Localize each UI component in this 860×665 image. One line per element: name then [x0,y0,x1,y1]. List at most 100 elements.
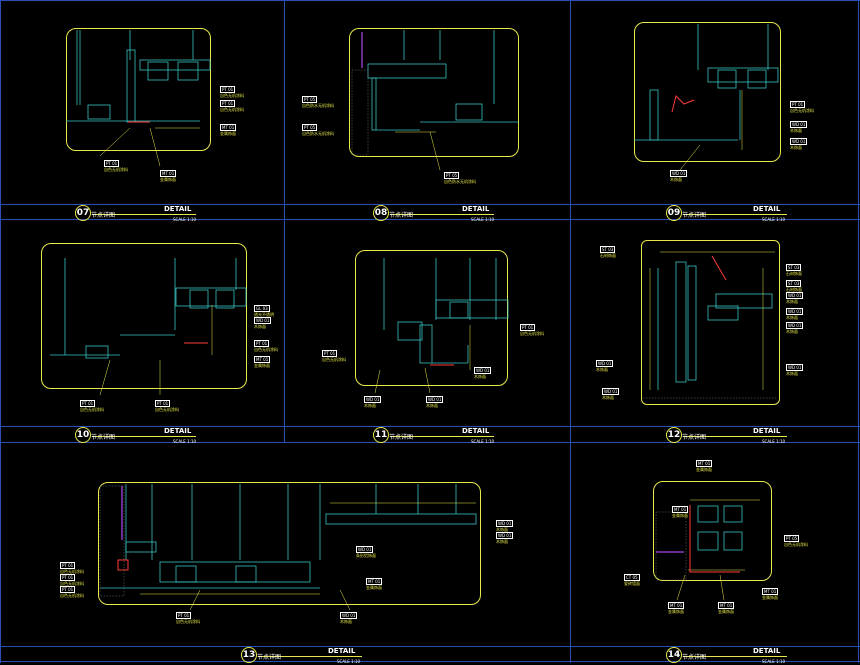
detail-09-scale: SCALE 1:10 [762,217,786,222]
detail-08-frame [349,28,519,157]
material-label: 自色无机涂料 [254,347,278,352]
material-code: WD 01 [340,612,358,619]
detail-10-title: DETAIL [164,427,192,435]
material-code: MT 01 [672,506,689,513]
detail-14-frame [653,481,772,581]
detail-14-number: 14 [666,647,682,663]
material-code: WD 01 [786,364,804,371]
grid-line [0,204,860,205]
material-label: 木饰面 [786,315,798,320]
material-code: GL 03 [254,305,270,312]
detail-07-subtitle: 节点详图 [91,212,116,219]
material-code: WD 01 [426,396,444,403]
material-label: 金属饰面 [668,609,684,614]
material-label: 自色无机涂料 [220,107,244,112]
material-code: PT 01 [155,400,171,407]
detail-10-frame [41,243,247,389]
material-code: MT 01 [718,602,735,609]
material-label: 自色无机涂料 [176,619,200,624]
material-code: MT 01 [668,602,685,609]
material-code: PT 01 [220,86,236,93]
detail-07-frame [66,28,211,151]
detail-07-title-block: 07 DETAIL 节点详图 SCALE 1:10 [75,205,285,223]
material-label: 自色防水无机涂料 [302,131,334,136]
detail-09-subtitle: 节点详图 [682,212,707,219]
detail-10-title-block: 10 DETAIL 节点详图 SCALE 1:10 [75,427,285,445]
grid-line [284,0,285,442]
detail-13-scale: SCALE 1:10 [337,659,361,664]
material-label: 自色无机涂料 [60,569,84,574]
detail-12-rule [683,436,787,437]
material-label: 木饰面 [790,145,802,150]
detail-10-number: 10 [75,427,91,443]
material-label: 透光不透明 [254,312,274,317]
material-label: 金属饰面 [696,467,712,472]
material-code: MT 01 [254,356,271,363]
detail-09-title-block: 09 DETAIL 节点详图 SCALE 1:10 [666,205,856,223]
material-label: 瓷砖墙面 [624,581,640,586]
material-code: WD 01 [786,292,804,299]
material-label: 石材饰面 [600,253,616,258]
detail-14-scale: SCALE 1:10 [762,659,786,664]
grid-line [0,646,860,647]
material-code: ST 03 [600,246,616,253]
detail-09-rule [683,214,787,215]
material-label: 金属饰面 [672,513,688,518]
material-code: MT 01 [160,170,177,177]
material-code: PT 05 [784,535,800,542]
material-code: WD 01 [596,360,614,367]
detail-14-subtitle: 节点详图 [682,654,707,661]
material-label: 金属饰面 [160,177,176,182]
material-code: PT 01 [80,400,96,407]
material-code: WD 01 [790,121,808,128]
material-code: MT 01 [762,588,779,595]
material-label: 自色无机涂料 [322,357,346,362]
grid-line [858,0,859,663]
material-code: PT 01 [790,101,806,108]
detail-08-scale: SCALE 1:10 [471,217,495,222]
detail-09-title: DETAIL [753,205,781,213]
material-label: 自色无机涂料 [104,167,128,172]
material-label: 金属饰面 [254,363,270,368]
material-label: 木饰面 [786,329,798,334]
material-label: 木饰面 [786,371,798,376]
material-label: 金属饰面 [718,609,734,614]
material-code: PT 01 [220,100,236,107]
detail-12-subtitle: 节点详图 [682,434,707,441]
detail-08-number: 08 [373,205,389,221]
grid-line [0,219,860,220]
detail-12-title-block: 12 DETAIL 节点详图 SCALE 1:10 [666,427,856,445]
material-label: 自色无机涂料 [520,331,544,336]
material-code: WD 01 [254,317,272,324]
detail-13-frame [98,482,481,605]
material-code: PT 05 [302,96,318,103]
material-label: 自色无机涂料 [60,581,84,586]
detail-07-scale: SCALE 1:10 [173,217,197,222]
material-label: 木饰面 [254,324,266,329]
